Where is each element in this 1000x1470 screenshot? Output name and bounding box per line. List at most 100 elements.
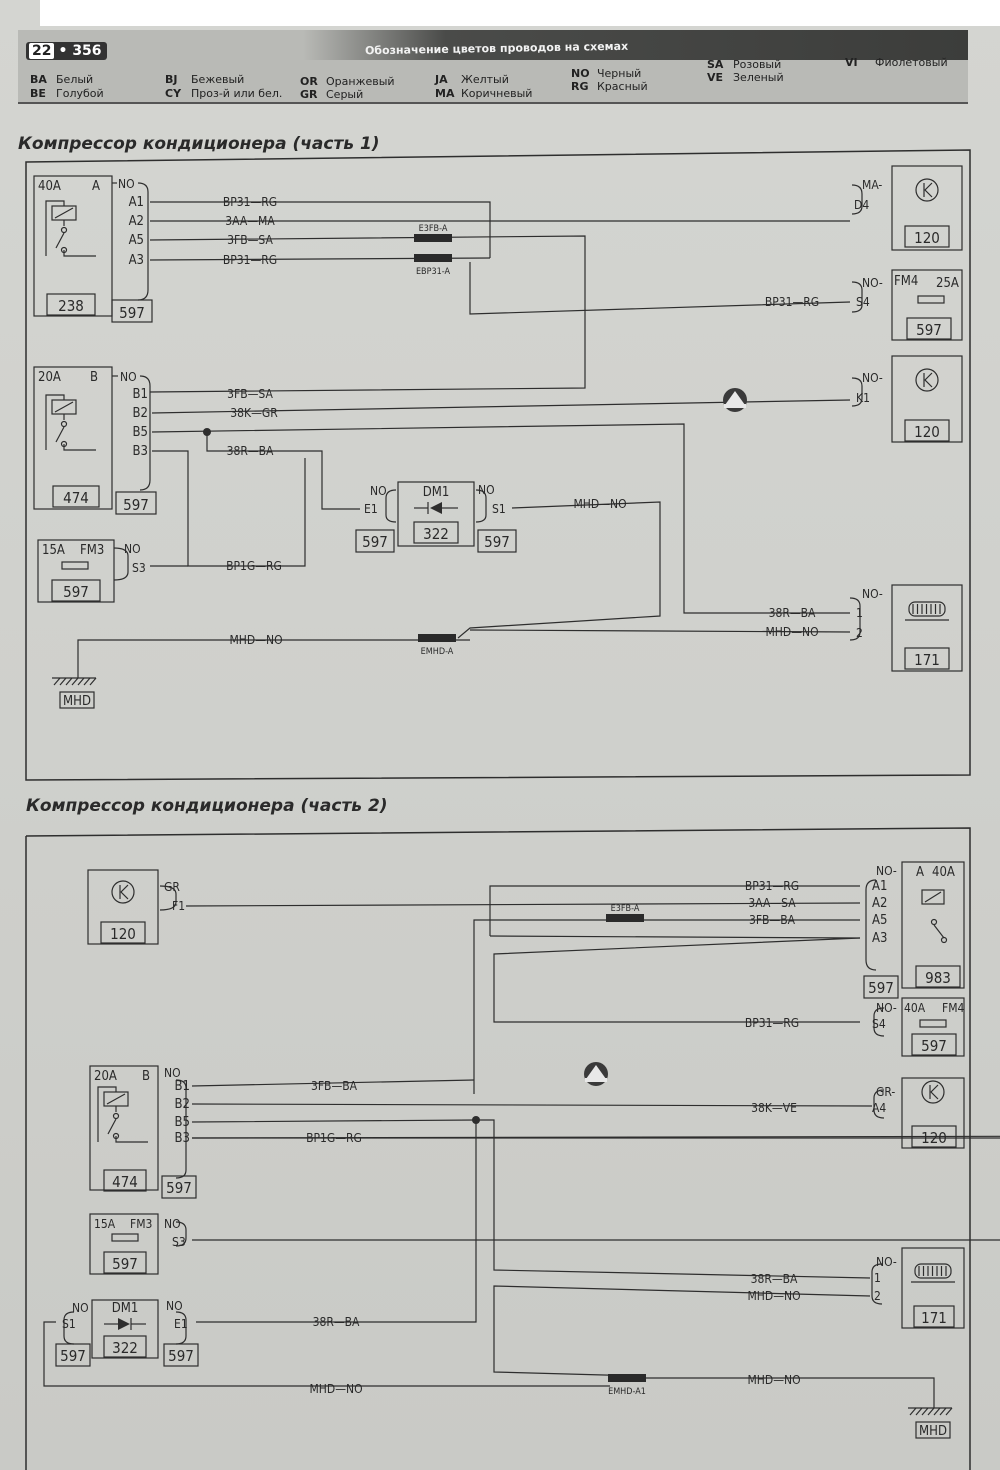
warning-stripe [724,404,746,408]
wire [149,235,586,393]
compressor-color: NO- [876,1255,897,1269]
compressor-id [904,647,950,670]
diode-name: DM1 [112,1301,139,1316]
legend-code: OR [300,75,318,88]
switch [55,426,65,443]
splice-block [608,1374,646,1382]
compressor-id-label: 171 [921,1309,947,1327]
legend-code: VI [845,56,858,69]
switch-lead [63,250,96,257]
relay-b-connector [115,491,157,515]
relay-a-pin: A2 [872,896,887,911]
wire-a1-label: BP31—RG [223,195,277,209]
contact [60,226,68,234]
legend-color-name: Голубой [56,87,104,100]
coil-slash [54,207,74,219]
switch [933,924,945,939]
wire-gnd-label: MHD—NO [229,633,282,647]
legend-code: MA [435,87,455,100]
compressor-box [891,584,963,672]
ground-hatch [939,1407,947,1416]
wire [196,1120,477,1323]
clutch-body [908,601,946,617]
ground-hatch [89,677,97,686]
relay-a-id-label: 983 [925,969,951,987]
warning-icon [723,388,747,412]
wire-c2-label: MHD—NO [765,625,818,639]
diode-left-pin: E1 [364,502,378,516]
diode-left-bracket [63,1311,75,1345]
relay-b-connector [161,1175,197,1199]
ground-symbol: MHD [908,1407,953,1439]
switch-lead [115,1136,148,1143]
fuse-icon [919,1019,947,1028]
relay-b-letter: B [90,370,98,385]
relay-b-pin: B3 [175,1131,190,1146]
contact [60,420,68,428]
legend-code: SA [707,58,724,71]
relay-b-box [89,1065,159,1191]
ecu-mid-box [891,355,963,443]
fuse-fm4-color: NO- [876,1001,897,1015]
relay-b-pin: B5 [133,425,148,440]
ecu-top-bracket [159,885,177,911]
warning-stripe [585,1078,607,1082]
ground-hatch [909,1407,917,1416]
ground-box [59,691,95,709]
relay-a-pin: A2 [129,214,144,229]
legend-code: RG [571,80,589,93]
ecu-circle [915,178,939,202]
fuse-fm3-name: FM3 [130,1217,152,1231]
ecu-top-id-label: 120 [110,925,136,943]
wire-s1-label: MHD—NO [573,497,626,511]
fuse-fm4-box [891,269,963,341]
wire-c2-label: MHD—NO [747,1289,800,1303]
relay-a-letter: A [916,865,924,880]
scan-margin [40,0,1000,26]
coil [921,889,945,905]
ecu-mid-id-label: 120 [914,423,940,441]
diode-left-connector [355,529,395,553]
wire [77,639,470,678]
relay-coil-icon [97,1086,148,1143]
relay-b-ground-color: NO [120,370,137,384]
wire [469,629,851,633]
wire [493,1285,871,1377]
relay-a-pin: A3 [129,253,144,268]
wire-c1-label: 38R—BA [751,1272,798,1286]
diode-name: DM1 [423,485,450,500]
page-number: 22• 356 [26,42,107,60]
diode-symbol [430,502,442,514]
wire-b3-label: BP1G—RG [306,1131,362,1145]
splice-label: E3FB-A [419,224,448,234]
diode-left-connector [55,1343,91,1367]
ecu-mid-color: NO- [862,371,883,385]
splice-block [418,634,456,642]
compressor-pin-1: 1 [856,606,863,620]
relay-a-pin: A5 [129,233,144,248]
splice-block [606,914,644,922]
relay-b-pin: B2 [133,406,148,421]
wire [43,1321,610,1387]
fuse-fm4-rating: 25A [936,276,959,291]
ground-hatch [77,677,85,686]
switch-lead [63,444,96,451]
compressor-pin-1: 1 [874,1271,881,1285]
wire [206,432,360,510]
fuse-fm4-rating: 40A [904,1001,926,1015]
relay-a-pin: A5 [872,913,887,928]
diode-id [103,1335,147,1358]
relay-a-box [33,175,113,317]
ground-hatch [65,677,73,686]
wire [473,919,860,1094]
ground-hatch [83,677,91,686]
ground-hatch [933,1407,941,1416]
fuse-fm4-pin: S4 [872,1017,886,1031]
fuse-fm3-name: FM3 [80,543,104,558]
relay-b-bracket [175,1079,187,1179]
diode-right-connector-label: 597 [484,533,510,551]
